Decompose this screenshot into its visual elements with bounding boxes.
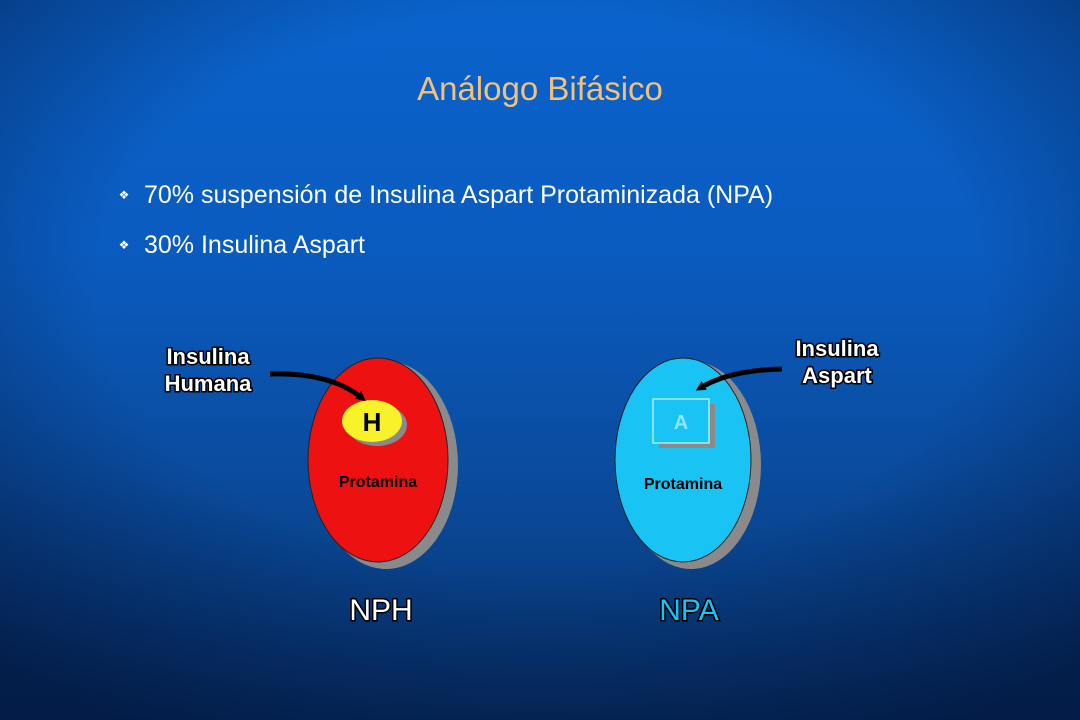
nph-name: NPH [349, 594, 412, 627]
nph-particle: H Protamina [307, 357, 458, 569]
bullet-item: ❖ 30% Insulina Aspart [112, 220, 773, 270]
callout-insulina-aspart-line1: Insulina [795, 336, 879, 361]
bullet-item: ❖ 70% suspensión de Insulina Aspart Prot… [112, 170, 773, 220]
nph-core [342, 400, 402, 442]
npa-callout-arrow [695, 366, 783, 391]
callout-insulina-humana-line2: Humana [165, 371, 253, 396]
callout-insulina-aspart-line2: Aspart [802, 363, 872, 388]
npa-name: NPA [659, 594, 718, 627]
nph-core-label: H [363, 407, 382, 437]
npa-particle: A Protamina [614, 357, 761, 569]
nph-callout-arrow [269, 371, 366, 402]
nph-shell-label: Protamina [339, 474, 417, 491]
slide-title: Análogo Bifásico [417, 70, 663, 107]
npa-callout: Insulina Aspart [695, 335, 881, 391]
bullet-text: 70% suspensión de Insulina Aspart Protam… [144, 180, 774, 209]
npa-shell-label: Protamina [644, 476, 722, 493]
npa-shell [614, 357, 752, 563]
npa-core [652, 398, 710, 444]
nph-shell [307, 357, 449, 563]
nph-callout: Insulina Humana [163, 343, 366, 402]
diamond-bullet-icon: ❖ [118, 238, 130, 252]
bullet-text: 30% Insulina Aspart [144, 230, 365, 259]
diamond-bullet-icon: ❖ [118, 188, 130, 202]
npa-core-label: A [674, 412, 688, 434]
callout-insulina-humana-line1: Insulina [166, 344, 250, 369]
bullet-list: ❖ 70% suspensión de Insulina Aspart Prot… [112, 170, 773, 270]
